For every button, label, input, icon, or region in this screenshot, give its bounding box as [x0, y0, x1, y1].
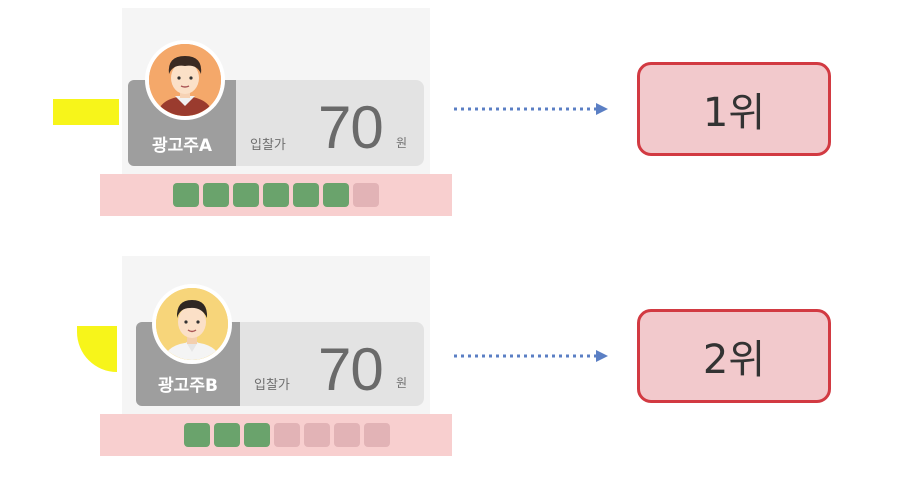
- gauge-cell: [233, 183, 259, 207]
- gauge-cell: [304, 423, 330, 447]
- avatar-man-suit-icon: [156, 288, 228, 360]
- gauge-cell: [364, 423, 390, 447]
- bid-unit: 원: [396, 376, 408, 390]
- bid-value: 70: [318, 336, 384, 403]
- advertiser-row-a: 광고주A 입찰가 70 원 1위: [0, 0, 898, 230]
- avatar-man-curly-hair-icon: [149, 44, 221, 116]
- rank-box: 1위: [637, 62, 831, 156]
- gauge-cell: [244, 423, 270, 447]
- gauge-cell: [353, 183, 379, 207]
- dotted-arrow-icon: [454, 350, 608, 362]
- gauge-cell: [263, 183, 289, 207]
- advertiser-name-label: 광고주A: [151, 136, 213, 156]
- bid-value: 70: [318, 94, 384, 161]
- gauge: [184, 423, 390, 447]
- rank-box: 2위: [637, 309, 831, 403]
- rank-label: 1위: [702, 90, 766, 136]
- dotted-arrow-icon: [454, 103, 608, 115]
- gauge-cell: [214, 423, 240, 447]
- bid-label: 입찰가: [250, 138, 286, 153]
- gauge-cell: [323, 183, 349, 207]
- gauge-cell: [334, 423, 360, 447]
- bid-unit: 원: [396, 136, 408, 150]
- avatar-icon: [152, 284, 232, 364]
- advertiser-name-label: 광고주B: [158, 376, 218, 396]
- highlight-marker: [77, 326, 117, 372]
- gauge-cell: [274, 423, 300, 447]
- rank-label: 2위: [702, 337, 766, 383]
- bid-label: 입찰가: [254, 378, 290, 393]
- avatar-icon: [145, 40, 225, 120]
- gauge-cell: [293, 183, 319, 207]
- gauge-cell: [173, 183, 199, 207]
- gauge-cell: [203, 183, 229, 207]
- highlight-marker: [53, 99, 119, 125]
- gauge: [173, 183, 379, 207]
- gauge-cell: [184, 423, 210, 447]
